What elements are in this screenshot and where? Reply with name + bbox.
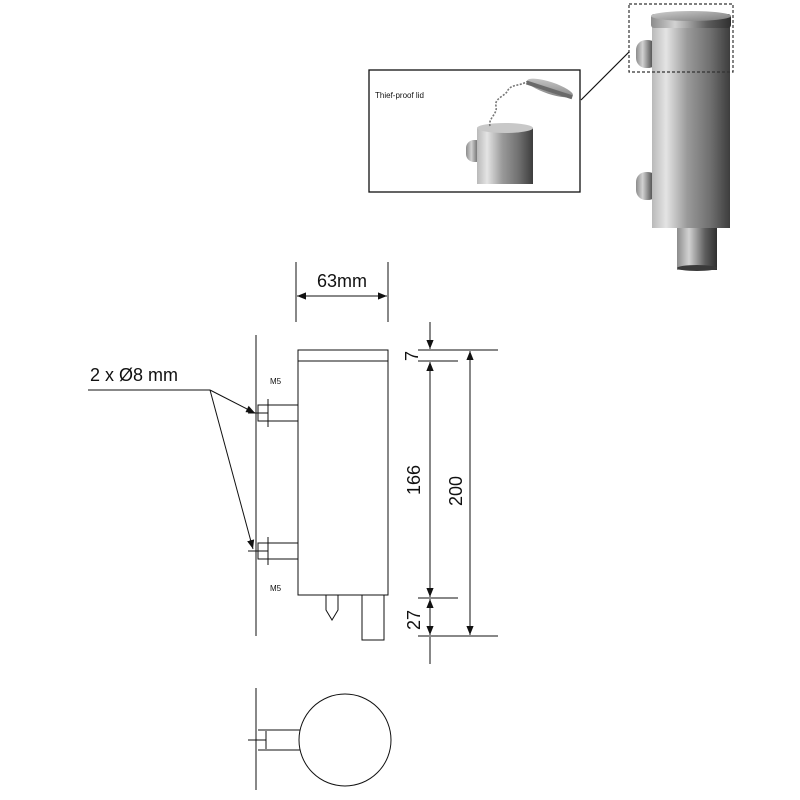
holes-label: 2 x Ø8 mm <box>90 365 178 385</box>
product-photo <box>628 3 734 271</box>
width-dimension <box>295 262 389 322</box>
lid-detail-inset: Thief-proof lid <box>368 51 630 193</box>
front-view <box>248 335 389 641</box>
holes-leader <box>88 389 256 550</box>
body-height-label: 166 <box>404 465 424 495</box>
nozzle-height-label: 27 <box>404 610 424 630</box>
height-dimensions <box>418 322 498 664</box>
m5-top-label: M5 <box>270 377 282 386</box>
thief-proof-lid-label: Thief-proof lid <box>375 91 424 100</box>
m5-bottom-label: M5 <box>270 584 282 593</box>
lid-height-label: 7 <box>402 351 422 361</box>
width-label: 63mm <box>317 271 367 291</box>
top-view <box>248 688 392 790</box>
total-height-label: 200 <box>446 476 466 506</box>
